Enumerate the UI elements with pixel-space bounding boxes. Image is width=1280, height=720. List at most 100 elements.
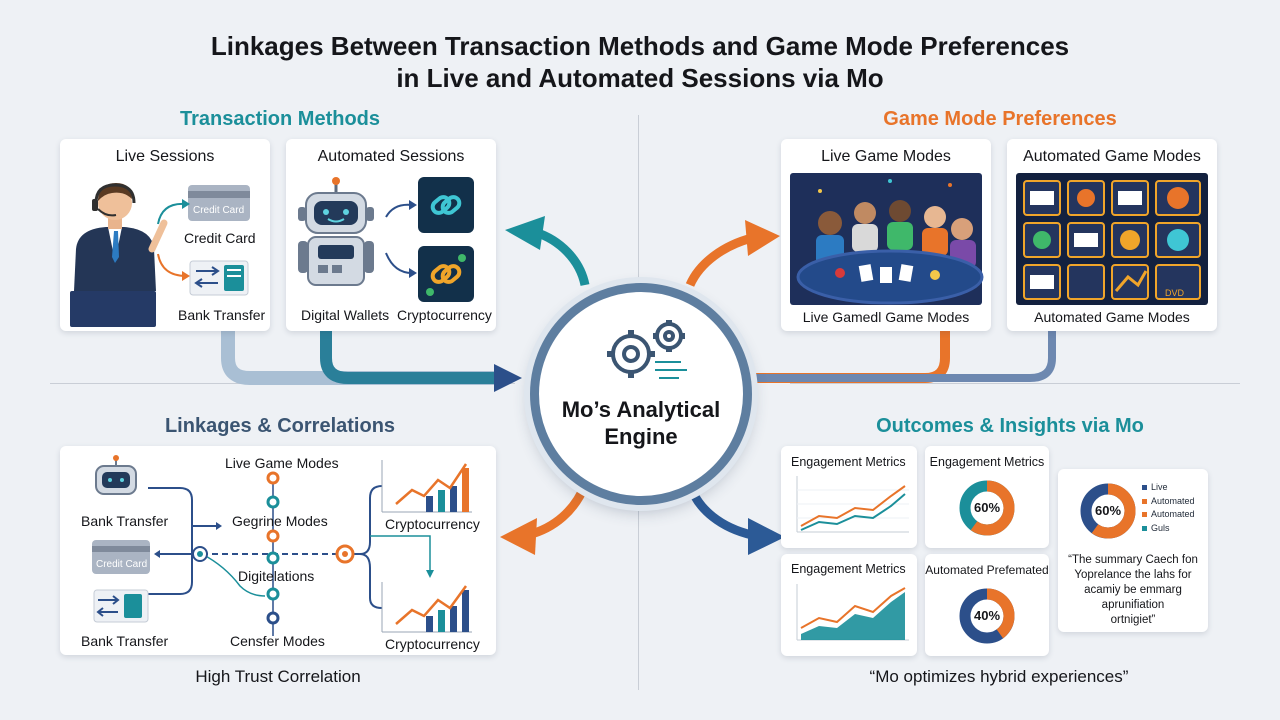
summary-quote-line: acamiy be emmarg	[1084, 584, 1182, 596]
summary-card: 60% Live Automated Automated Guls “The s…	[1058, 469, 1208, 632]
engine-to-linkages-arrow	[526, 483, 590, 540]
legend-label: Automated	[1151, 509, 1195, 519]
digital-wallets-label: Digital Wallets	[301, 307, 390, 323]
divider-bottom	[638, 440, 639, 690]
legend-item: Automated	[1142, 508, 1195, 522]
robot-icon	[298, 177, 374, 286]
gears-icon	[607, 320, 687, 379]
donut-chart-1	[959, 480, 1015, 536]
live-game-table-illustration	[790, 173, 984, 305]
credit-card-text: Credit Card	[193, 205, 245, 216]
engine-title-line-1: Mo’s Analytical	[561, 397, 721, 422]
automated-sessions-title: Automated Sessions	[317, 148, 465, 165]
donut-1-value-arc	[959, 480, 1015, 536]
divider-top	[638, 115, 639, 360]
legend-label: Live	[1151, 482, 1168, 492]
summary-legend: Live Automated Automated Guls	[1142, 481, 1195, 535]
linkage-network	[92, 455, 472, 636]
title-line-2: in Live and Automated Sessions via Mo	[396, 63, 884, 93]
summary-donut-chart	[1080, 483, 1136, 539]
title-line-1: Linkages Between Transaction Methods and…	[210, 31, 1070, 61]
engine-title: Mo’s Analytical Engine	[539, 396, 743, 450]
summary-quote-line: Yoprelance the lahs for	[1074, 569, 1192, 581]
legend-swatch	[1142, 498, 1147, 504]
automated-sessions-card: Automated Sessions Digital Wallets Cr	[286, 139, 496, 331]
to-engine-arrowhead	[494, 364, 522, 392]
analytical-engine: Mo’s Analytical Engine	[530, 283, 752, 505]
engagement-chart-2-title: Engagement Metrics	[791, 562, 906, 576]
donut-1-title: Engagement Metrics	[929, 455, 1045, 469]
linkages-card: Bank Transfer Credit Card Bank Transfer …	[60, 446, 496, 655]
engagement-chart-card-2: Engagement Metrics	[781, 554, 917, 656]
crypto-chart-bottom-label: Cryptocurrency	[385, 636, 480, 652]
summary-quote-line: “The summary Caech fon	[1068, 554, 1198, 566]
legend-swatch	[1142, 485, 1147, 490]
engine-title-line-2: Engine	[604, 424, 678, 449]
live-game-connector	[755, 330, 950, 383]
crypto-chart-top-label: Cryptocurrency	[385, 516, 480, 532]
digital-wallet-link-icon	[418, 177, 474, 233]
live-host-icon	[70, 183, 168, 327]
live-sessions-arrows	[157, 199, 190, 281]
bank-transfer-top-label: Bank Transfer	[81, 513, 169, 529]
slot-machines-illustration	[1016, 173, 1208, 305]
donut-1-label: 60%	[973, 500, 1001, 515]
summary-quote-line: ortnigiet”	[1110, 614, 1156, 626]
summary-quote-line: aprunifiation	[1101, 599, 1165, 611]
automated-game-modes-card: Automated Game Modes DVD Automated Game …	[1007, 139, 1217, 331]
legend-item: Live	[1142, 481, 1195, 495]
summary-quote: “The summary Caech fon Yoprelance the la…	[1062, 553, 1204, 628]
game-mode-preferences-heading: Game Mode Preferences	[883, 108, 1117, 130]
donut-card-2: Automated Prefemated 40%	[925, 554, 1049, 656]
node-digitelations: Digitelations	[238, 568, 315, 584]
automated-game-modes-caption: Automated Game Modes	[1034, 309, 1190, 325]
automated-game-modes-title: Automated Game Modes	[1023, 148, 1201, 165]
node-gegrine-modes: Gegrine Modes	[232, 513, 328, 529]
automated-sessions-arrows	[385, 200, 417, 278]
page-title: Linkages Between Transaction Methods and…	[0, 30, 1280, 94]
cryptocurrency-label: Cryptocurrency	[397, 307, 492, 323]
node-live-game-modes: Live Game Modes	[225, 455, 339, 471]
linkages-heading: Linkages & Correlations	[164, 415, 396, 437]
bank-transfer-icon	[189, 260, 249, 296]
donut-2-label: 40%	[973, 608, 1001, 623]
engine-to-outcomes-arrow	[685, 483, 754, 540]
live-sessions-connector	[221, 330, 495, 385]
engagement-chart-card-1: Engagement Metrics	[781, 446, 917, 548]
node-censfer-modes: Censfer Modes	[230, 633, 325, 649]
summary-donut-label: 60%	[1094, 503, 1122, 518]
legend-item: Automated	[1142, 495, 1195, 509]
donut-chart-2	[959, 588, 1015, 644]
legend-swatch	[1142, 512, 1147, 517]
automated-game-connector	[755, 330, 1056, 382]
live-sessions-title: Live Sessions	[115, 148, 215, 165]
slot-tile-text: DVD	[1165, 288, 1185, 298]
divider-right	[790, 383, 1240, 384]
live-game-modes-card: Live Game Modes Live Gamedl Game Modes	[781, 139, 991, 331]
transaction-methods-heading: Transaction Methods	[179, 108, 381, 130]
automated-sessions-connector	[320, 330, 495, 384]
live-sessions-card: Live Sessions Credit Card Credit Card Ba…	[60, 139, 270, 331]
credit-card-icon	[188, 185, 250, 221]
engagement-chart-1-title: Engagement Metrics	[791, 455, 906, 469]
outcomes-footer: “Mo optimizes hybrid experiences”	[869, 667, 1129, 686]
summary-donut-value-arc	[1080, 483, 1136, 539]
donut-2-title: Automated Prefemated	[925, 563, 1049, 577]
legend-label: Automated	[1151, 495, 1195, 506]
crypto-link-icon	[418, 246, 474, 302]
bank-transfer-label: Bank Transfer	[178, 307, 266, 323]
legend-label: Guls	[1151, 522, 1170, 533]
linkages-footer: High Trust Correlation	[195, 667, 361, 686]
credit-card-text: Credit Card	[96, 559, 148, 570]
bank-transfer-bottom-label: Bank Transfer	[81, 633, 169, 649]
credit-card-label: Credit Card	[184, 230, 256, 246]
live-game-modes-caption: Live Gamedl Game Modes	[802, 309, 970, 325]
live-game-modes-title: Live Game Modes	[821, 148, 951, 165]
donut-2-value-arc	[959, 588, 1015, 644]
engine-to-game-modes-arrow	[685, 233, 754, 287]
engagement-area-chart-2	[796, 584, 909, 641]
donut-card-1: Engagement Metrics 60%	[925, 446, 1049, 548]
outcomes-heading: Outcomes & Insights via Mo	[876, 415, 1144, 437]
legend-swatch	[1142, 525, 1147, 531]
